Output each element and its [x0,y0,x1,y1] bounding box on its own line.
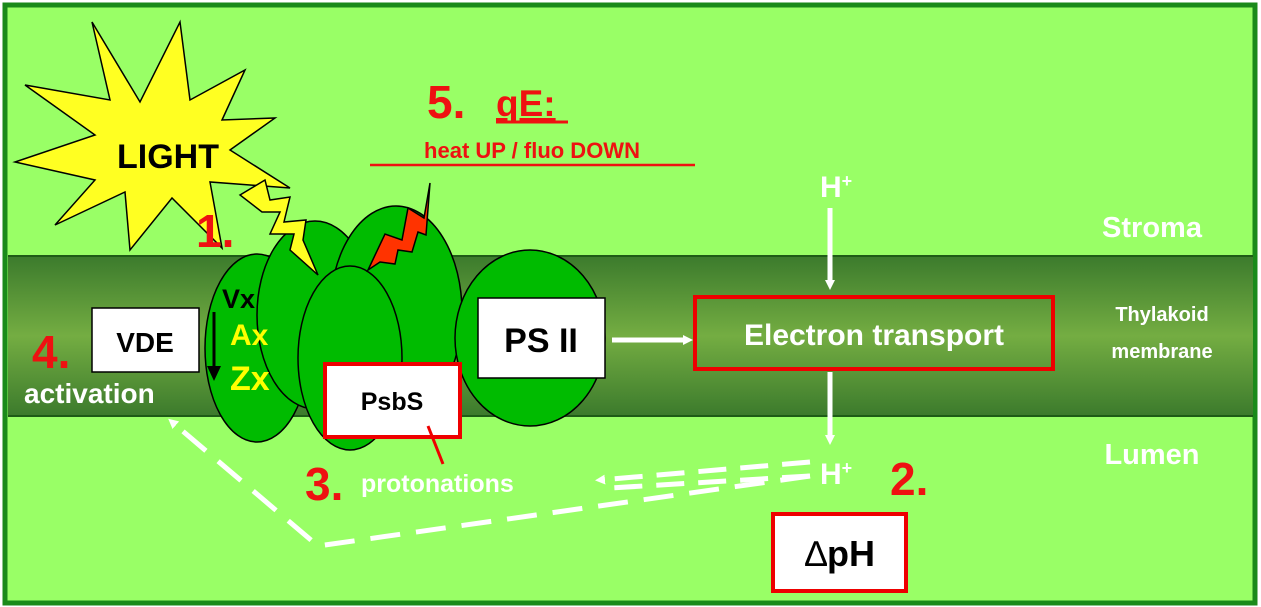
proton-to-psbs-dashed-arrow-2 [609,473,811,491]
psbs-box [323,362,462,439]
step-3-number: 3. [305,458,343,510]
lumen-label: Lumen [1104,439,1199,471]
violaxanthin-label: Vx [222,284,255,314]
activation-label: activation [24,378,155,409]
light-label: LIGHT [117,138,219,176]
psii-label: PS II [504,322,578,360]
vde-label: VDE [116,327,174,358]
zeaxanthin-label: Zx [230,360,270,398]
proton-stroma-h: H [820,171,842,204]
psbs-label: PsbS [361,388,424,416]
step-5-number: 5. [427,76,465,128]
step-1-number: 1. [196,205,234,257]
step-2-number: 2. [890,453,928,505]
delta-ph-box [771,512,908,593]
proton-to-vde-dashed-arrow [168,418,811,549]
proton-stroma-plus: + [842,171,853,191]
electron-transport-box [693,295,1055,371]
ph-text: pH [827,533,875,574]
light-burst-icon [12,19,291,252]
light-bolt-icon [238,178,319,276]
proton-lumen-h: H [820,458,842,491]
proton-stroma-symbol: H+ [820,171,852,204]
step-4-number: 4. [32,326,70,378]
protonations-label: protonations [361,470,514,498]
delta-symbol: ∆ [805,533,827,574]
psii-box [477,297,606,379]
proton-lumen-plus: + [842,458,853,478]
stroma-label: Stroma [1102,212,1203,244]
proton-lumen-symbol: H+ [820,458,852,491]
qe-subtitle: heat UP / fluo DOWN [424,138,640,163]
qe-title: qE: [496,83,556,124]
membrane-label-line2: membrane [1111,341,1212,363]
heat-bolt-icon [366,182,431,273]
xanthophyll-arrow-head [207,366,221,381]
delta-ph-label: ∆pH [805,533,875,574]
psbs-connector-line [426,425,445,465]
proton-to-psbs-dashed-arrow [595,459,811,485]
antheraxanthin-label: Ax [230,319,269,352]
electron-transport-label: Electron transport [744,319,1004,352]
vde-box [91,307,200,373]
membrane-label-line1: Thylakoid [1115,304,1208,326]
